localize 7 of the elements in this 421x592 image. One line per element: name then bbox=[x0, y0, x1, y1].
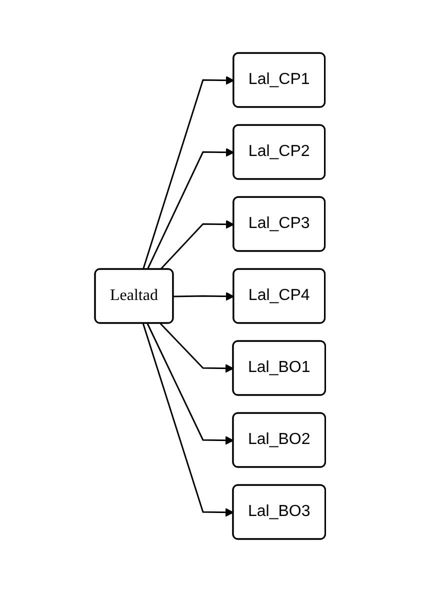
arrow bbox=[160, 322, 234, 373]
arrow bbox=[160, 220, 235, 270]
arrow bbox=[174, 292, 235, 301]
arrow bbox=[147, 148, 235, 270]
arrow bbox=[147, 323, 234, 445]
arrow bbox=[142, 323, 234, 517]
arrow bbox=[142, 76, 235, 270]
